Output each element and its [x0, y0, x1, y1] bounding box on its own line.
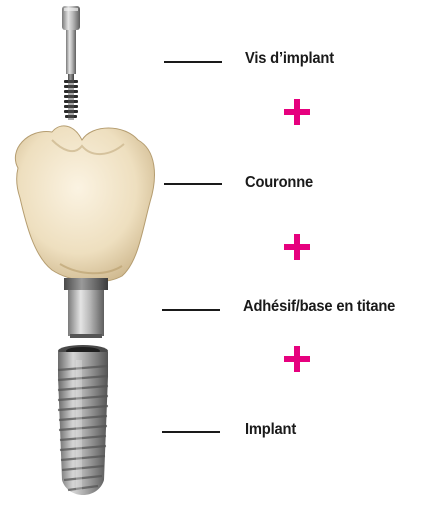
- plus-icon: [284, 346, 310, 372]
- label-implant-screw: Vis d’implant: [245, 50, 334, 68]
- label-implant: Implant: [245, 421, 296, 439]
- plus-icon: [284, 99, 310, 125]
- leader-line-screw: [164, 61, 222, 63]
- implant-icon: [58, 345, 108, 495]
- titanium-base-icon: [64, 278, 108, 338]
- implant-screw-icon: [62, 6, 80, 120]
- leader-line-crown: [164, 183, 222, 185]
- leader-line-abutment: [162, 309, 220, 311]
- label-titanium-base: Adhésif/base en titane: [243, 298, 395, 316]
- label-crown: Couronne: [245, 174, 313, 192]
- crown-icon: [15, 126, 154, 282]
- plus-icon: [284, 234, 310, 260]
- leader-line-implant: [162, 431, 220, 433]
